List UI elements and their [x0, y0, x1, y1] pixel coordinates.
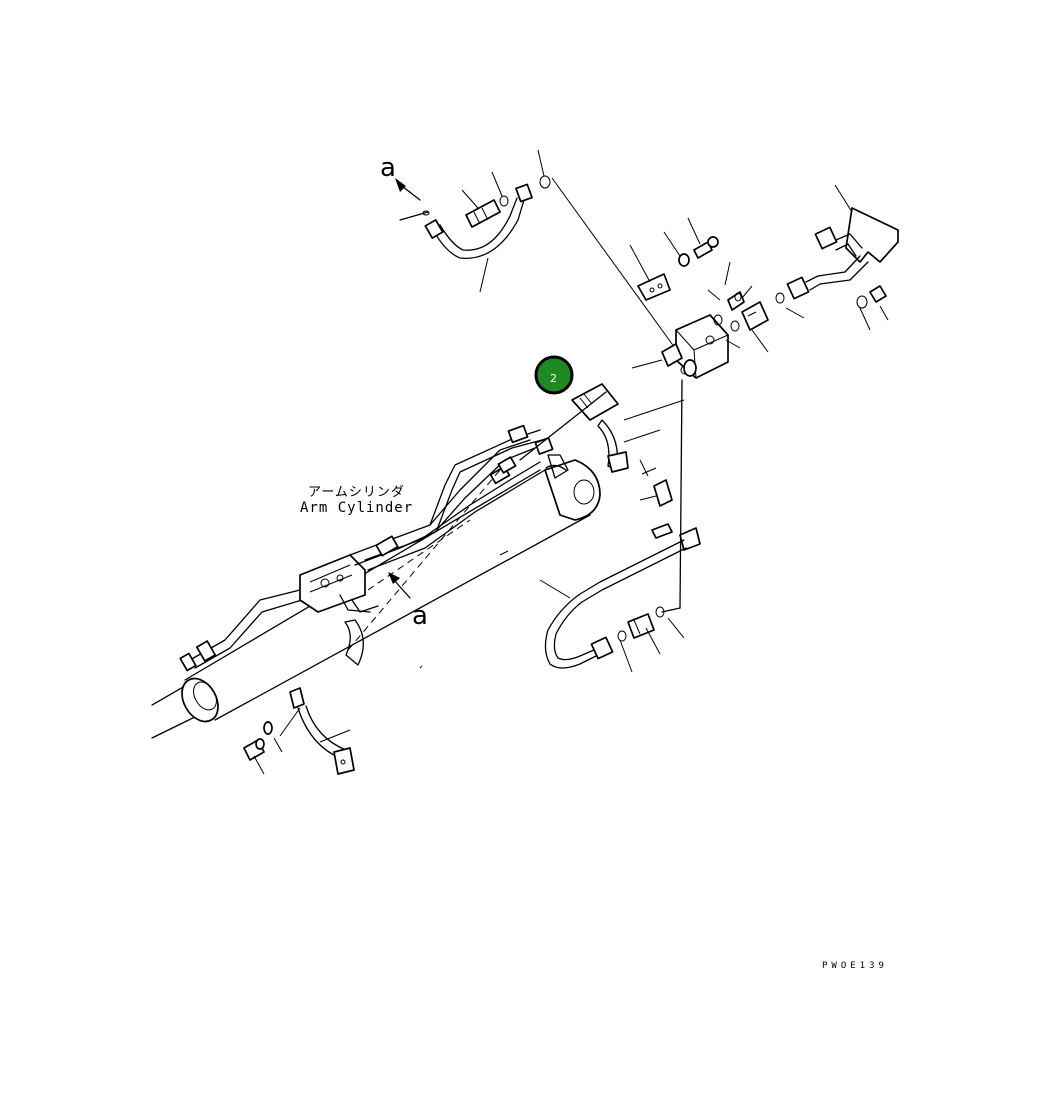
marker-circle[interactable]: [534, 355, 574, 395]
arm-cylinder: [151, 454, 601, 739]
part-label-japanese: アームシリンダ: [308, 485, 405, 500]
view-marker-top: a: [380, 153, 396, 183]
marker-number[interactable]: 2: [550, 372, 557, 385]
view-leader: [347, 469, 501, 651]
part-marker-2[interactable]: 2: [534, 355, 574, 395]
right-upper-tube: [775, 184, 899, 331]
lower-tube-assembly: [539, 379, 701, 673]
lower-clamp-parts: [243, 687, 355, 775]
drawing-code: PWOE139: [822, 961, 888, 971]
upper-hose-assembly: [395, 149, 681, 356]
mounting-bracket: [519, 383, 685, 507]
view-marker-bottom: a: [412, 601, 428, 631]
part-label-english: Arm Cylinder: [300, 500, 413, 516]
valve-block: [629, 217, 769, 379]
cylinder-piping: [179, 424, 554, 672]
